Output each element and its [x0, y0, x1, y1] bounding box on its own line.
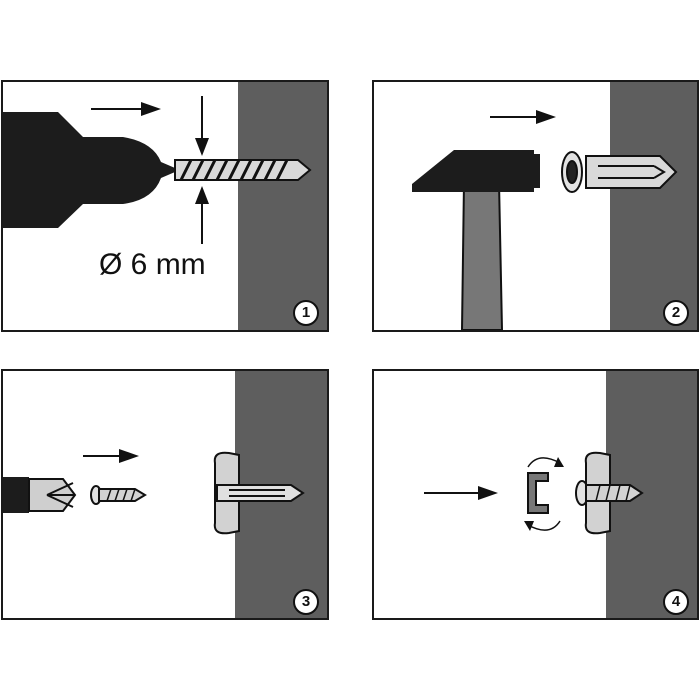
- step-1-panel: Ø 6 mm 1: [1, 80, 329, 332]
- arrow-right-icon: [91, 102, 161, 116]
- drill-bit: [174, 159, 312, 181]
- hammer-icon: [412, 150, 540, 330]
- step-4-illustration: [424, 371, 697, 618]
- step-3-illustration: [3, 371, 327, 618]
- rotation-arrows-icon: [524, 457, 564, 531]
- wall-plug-icon: [561, 151, 678, 193]
- step-4-panel: 4: [372, 369, 699, 620]
- step-2-illustration: [412, 82, 697, 330]
- drill-body: [3, 112, 175, 228]
- screwdriver-icon: [3, 477, 77, 513]
- screw-cap-icon: [527, 472, 549, 514]
- step-2-badge: 2: [663, 300, 689, 326]
- arrow-right-icon: [83, 449, 139, 463]
- step-1-badge: 1: [293, 300, 319, 326]
- step-1-illustration: [3, 82, 327, 330]
- step-3-panel: 3: [1, 369, 329, 620]
- step-4-badge: 4: [663, 589, 689, 615]
- step-2-panel: 2: [372, 80, 699, 332]
- arrow-right-icon: [490, 110, 556, 124]
- arrow-right-icon: [424, 486, 498, 500]
- drill-diameter-label: Ø 6 mm: [99, 248, 206, 281]
- step-3-badge: 3: [293, 589, 319, 615]
- screw-icon: [575, 480, 644, 506]
- wall: [610, 82, 697, 330]
- wall: [238, 82, 327, 330]
- plug-in-wall: [213, 451, 305, 535]
- dimension-arrow-up-icon: [195, 186, 209, 244]
- screw-icon: [90, 485, 147, 505]
- dimension-arrow-down-icon: [195, 96, 209, 156]
